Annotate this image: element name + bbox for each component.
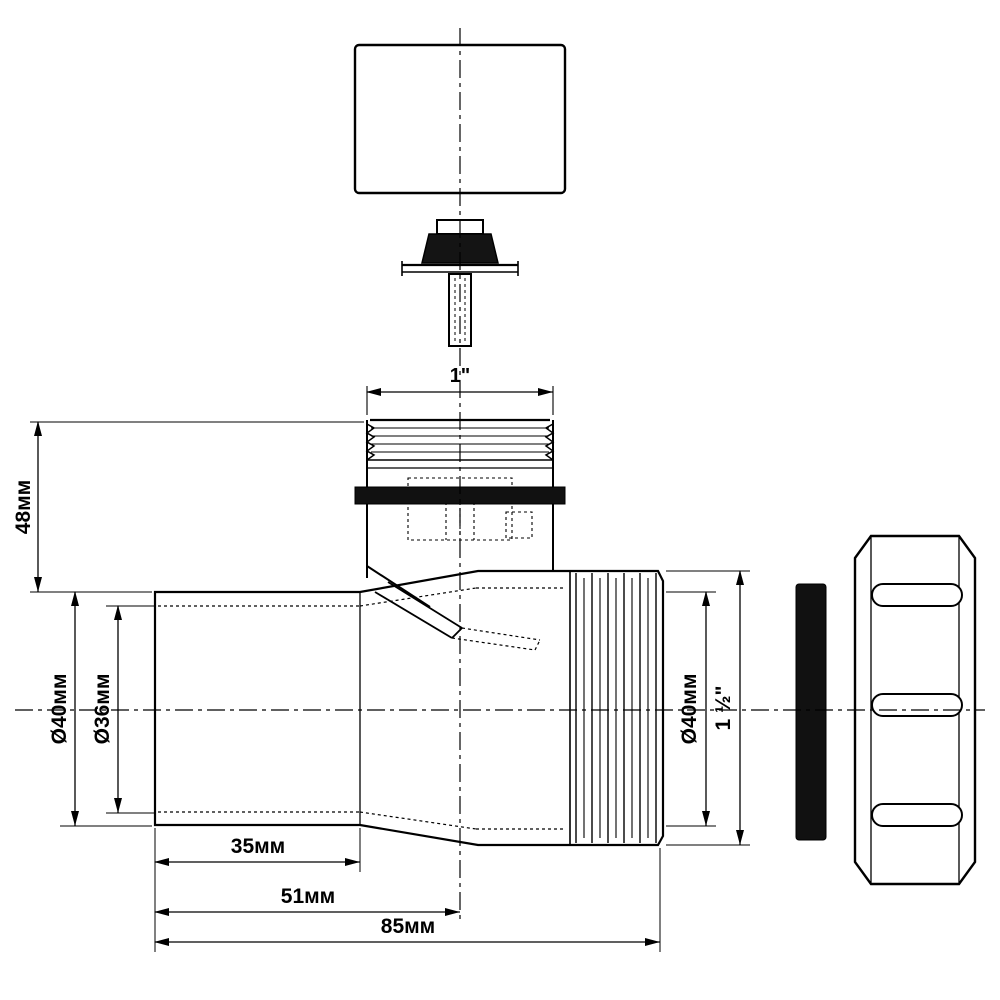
dim-1-5inch-label: 1 ½" <box>712 686 735 731</box>
nut-grip-slot-middle <box>871 693 963 717</box>
dim-d36-label: Ø36мм <box>91 674 114 745</box>
outlet-thread <box>575 573 657 843</box>
dim-48mm: 48мм <box>12 421 364 593</box>
bore-taper-top <box>359 587 477 607</box>
dim-35mm: 35мм <box>154 828 361 952</box>
dim-d40-right: Ø40мм <box>666 591 716 827</box>
nut-grip-slot-bottom <box>871 803 963 827</box>
dim-1inch: 1" <box>366 365 554 415</box>
dim-48mm-label: 48мм <box>12 480 35 534</box>
dim-51mm-label: 51мм <box>281 885 335 908</box>
bore-taper-bottom <box>359 811 477 830</box>
dim-1-5inch: 1 ½" <box>666 570 750 846</box>
dim-51mm: 51мм <box>154 885 460 916</box>
centerlines <box>15 28 985 920</box>
dim-35mm-label: 35мм <box>231 835 285 858</box>
valve-cap-body <box>421 233 499 264</box>
dim-d36: Ø36мм <box>91 605 156 814</box>
inlet-thread-zigzag-right <box>544 423 555 461</box>
nut-grip-slot-top <box>871 583 963 607</box>
seal-washer <box>795 583 827 841</box>
junction-flap-valve <box>366 565 541 651</box>
inlet-thread-zigzag-left <box>365 423 376 461</box>
dim-d40-left-label: Ø40мм <box>48 674 71 745</box>
dim-85mm: 85мм <box>154 848 661 952</box>
dim-d40-left: Ø40мм <box>48 591 152 827</box>
dim-d40-right-label: Ø40мм <box>678 674 701 745</box>
dim-1inch-label: 1" <box>450 365 471 387</box>
dim-85mm-label: 85мм <box>381 915 435 938</box>
